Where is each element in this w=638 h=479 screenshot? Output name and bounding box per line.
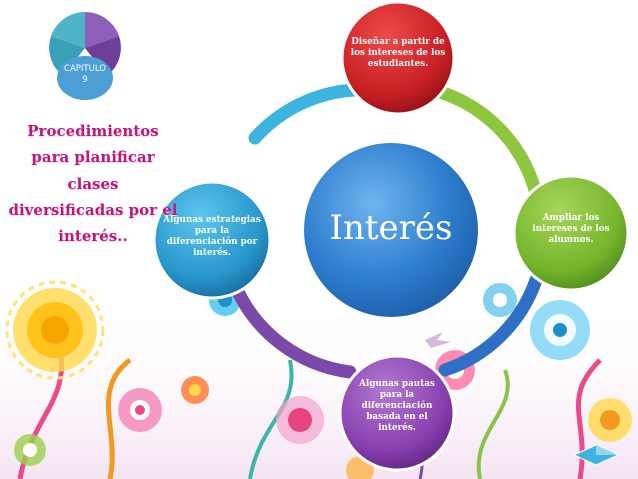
- node-top: [340, 0, 456, 116]
- flower-background: [0, 280, 638, 479]
- cycle-ring: [228, 83, 543, 379]
- center-label: Interés: [329, 208, 453, 248]
- node-right-label: Ampliar los intereses de los alumnos.: [532, 213, 610, 245]
- node-right: [512, 174, 630, 292]
- node-left-label: Algunas estrategias para la diferenciaci…: [163, 215, 261, 258]
- page-title: Procedimientos para planificar clases di…: [8, 122, 178, 245]
- node-top-label: Diseñar a partir de los intereses de los…: [350, 37, 446, 69]
- node-left: [152, 180, 272, 300]
- node-bottom: [338, 354, 456, 472]
- chapter-label-text: CAPITULO: [64, 64, 106, 74]
- node-bottom-label: Algunas pautas para la diferenciación ba…: [359, 379, 435, 433]
- chapter-pie-icon: [44, 7, 126, 100]
- chapter-label: CAPITULO 9: [55, 64, 115, 87]
- chapter-number: 9: [82, 75, 88, 86]
- diamond-nav-icon[interactable]: [572, 444, 620, 466]
- center-node: [302, 141, 480, 319]
